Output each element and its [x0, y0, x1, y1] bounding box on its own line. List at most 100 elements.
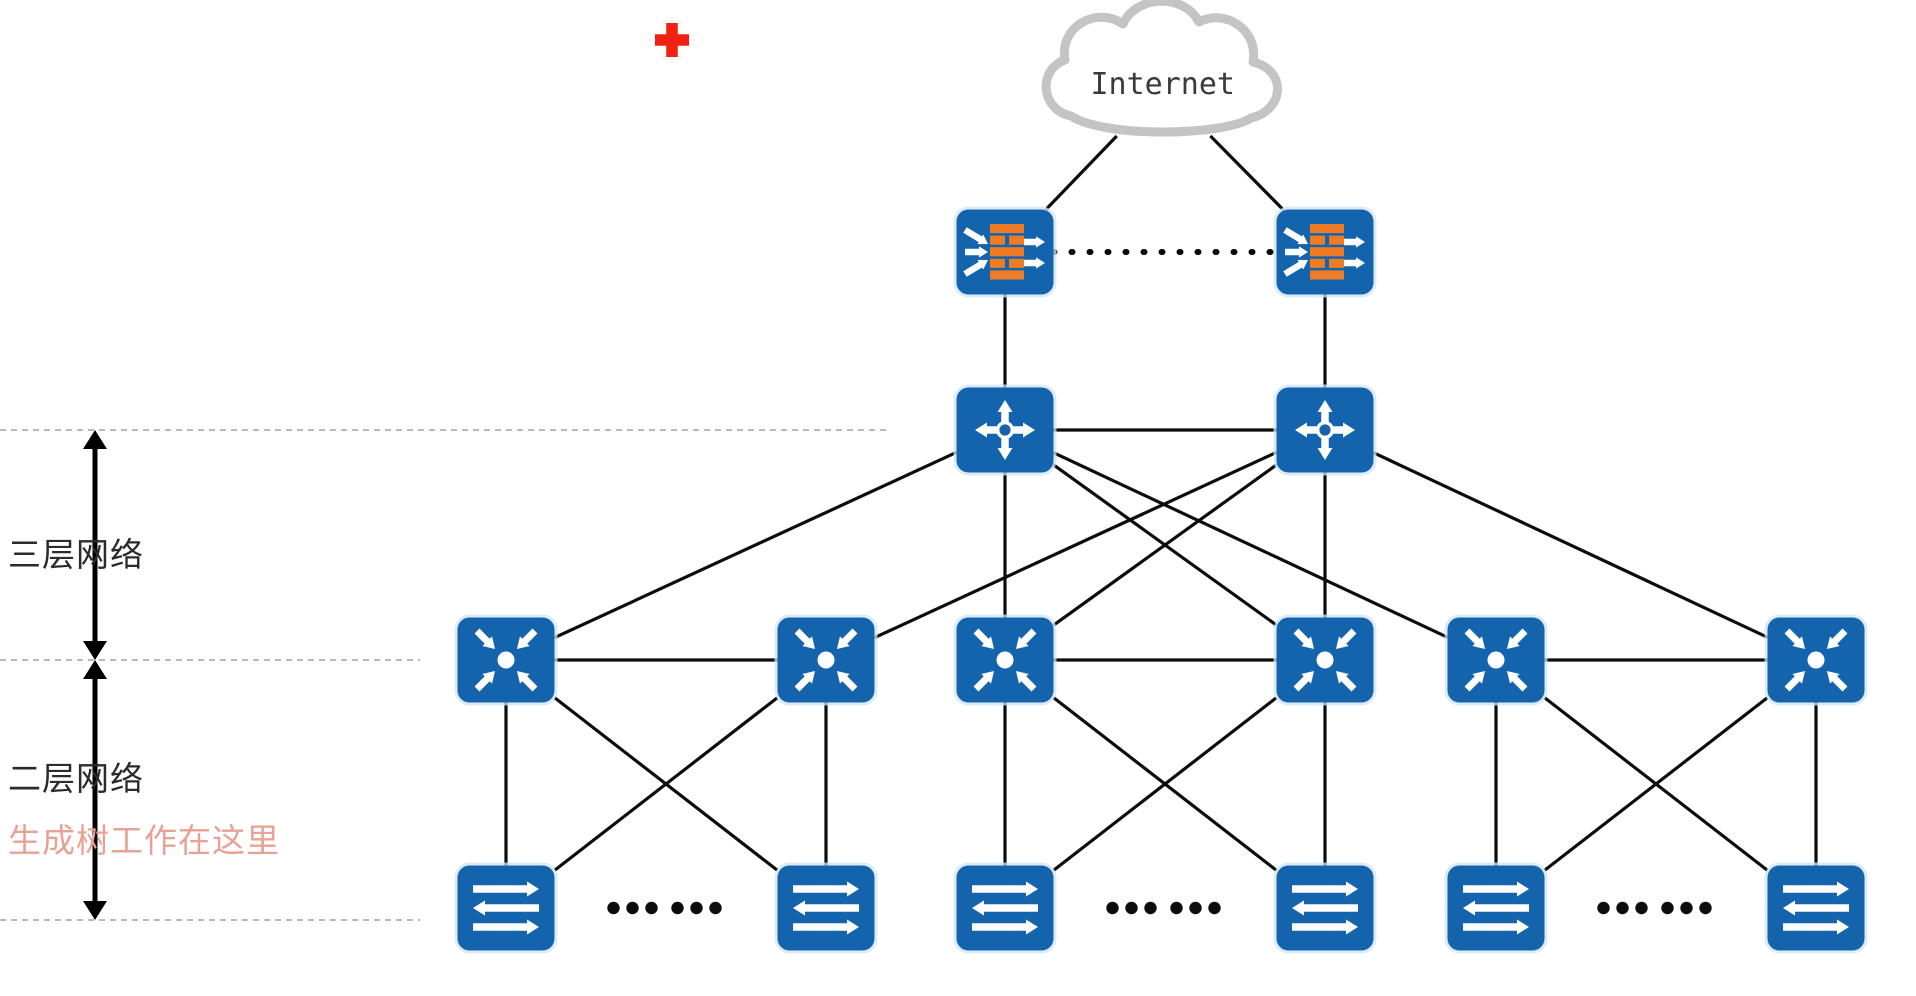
aggregation-switch-5[interactable]	[1444, 614, 1548, 706]
firewall-arrow-out-1	[1344, 257, 1365, 269]
ellipsis-dot	[1106, 901, 1119, 915]
l3-center-dot	[1316, 651, 1334, 669]
internet-cloud	[1041, 0, 1282, 137]
layer2-zone-arrow-head-up	[83, 660, 107, 679]
aggregation-switch-4[interactable]	[1273, 614, 1377, 706]
l2-arrow-right-top	[972, 881, 1038, 897]
ellipsis-pod-2	[1106, 901, 1221, 915]
router-hub-inner	[999, 424, 1011, 436]
link-cloud-fw1	[1044, 134, 1118, 211]
l3-arrow-in-bl	[973, 671, 994, 692]
link-rt1-agg1	[553, 450, 958, 640]
firewall-brick	[1009, 258, 1024, 268]
firewall-brick	[1310, 270, 1344, 280]
router-right[interactable]	[1273, 384, 1377, 476]
firewall-right[interactable]	[1273, 206, 1377, 298]
l2-arrow-left-mid	[473, 900, 539, 916]
firewall-arrow-in-0	[1283, 227, 1308, 245]
l3-arrow-in-tl	[1464, 628, 1485, 649]
l3-arrow-in-tr	[1507, 628, 1528, 649]
firewall-arrow-in-1	[1285, 246, 1308, 258]
l3-center-dot	[1487, 651, 1505, 669]
link-cloud-fw2	[1209, 134, 1285, 211]
layer3-zone-arrow	[83, 430, 107, 660]
l2-arrow-right-top	[1292, 881, 1358, 897]
l3-arrow-in-br	[1507, 671, 1528, 692]
l2-arrow-right-bottom	[972, 919, 1038, 935]
link-agg6-acc5	[1543, 696, 1769, 872]
l2-arrow-right-bottom	[793, 919, 859, 935]
firewall-brick	[990, 258, 1005, 268]
ellipsis-dot	[1597, 901, 1610, 915]
internet-cloud-label: Internet	[1090, 66, 1236, 102]
access-switch-4[interactable]	[1273, 862, 1377, 954]
link-agg2-acc1	[553, 696, 779, 872]
ellipsis-dot	[1189, 901, 1202, 915]
ellipsis-dot	[1661, 901, 1674, 915]
link-rt1-agg5	[1052, 451, 1449, 639]
l3-arrow-in-tl	[794, 628, 815, 649]
layer2-zone-label: 二层网络	[8, 760, 144, 797]
firewall-brick	[990, 224, 1024, 234]
aggregation-switch-1[interactable]	[454, 614, 558, 706]
access-switch-5[interactable]	[1444, 862, 1548, 954]
l2-arrow-right-bottom	[1463, 919, 1529, 935]
l3-arrow-in-bl	[794, 671, 815, 692]
firewall-left[interactable]	[953, 206, 1057, 298]
firewall-arrow-in-1	[965, 246, 988, 258]
firewall-brick	[1310, 224, 1344, 234]
ellipsis-dot	[1635, 901, 1648, 915]
ellipsis-dot	[626, 901, 639, 915]
decoration-layer	[0, 0, 1712, 921]
l2-arrow-left-mid	[793, 900, 859, 916]
firewall-brick	[990, 270, 1024, 280]
red-cross-marker	[655, 23, 689, 57]
layer2-zone-arrow	[83, 660, 107, 920]
l3-arrow-in-br	[1827, 671, 1848, 692]
firewall-arrow-out-0	[1024, 236, 1045, 248]
router-hub-inner	[1319, 424, 1331, 436]
access-switch-1[interactable]	[454, 862, 558, 954]
ellipsis-pod-1	[607, 901, 722, 915]
ellipsis-dot	[645, 901, 658, 915]
link-rt2-agg3	[1052, 463, 1278, 627]
ellipsis-dot	[607, 901, 620, 915]
l3-center-dot	[497, 651, 515, 669]
ellipsis-dot	[1680, 901, 1693, 915]
firewall-brick	[1329, 235, 1344, 245]
layer3-zone-arrow-head-up	[83, 430, 107, 449]
l3-arrow-in-tr	[517, 628, 538, 649]
l2-arrow-left-mid	[1463, 900, 1529, 916]
access-switch-6[interactable]	[1764, 862, 1868, 954]
l2-arrow-right-bottom	[1783, 919, 1849, 935]
spanning-tree-note-label: 生成树工作在这里	[8, 822, 280, 859]
l3-center-dot	[817, 651, 835, 669]
l2-arrow-right-top	[1463, 881, 1529, 897]
router-left[interactable]	[953, 384, 1057, 476]
aggregation-switch-2[interactable]	[774, 614, 878, 706]
link-agg4-acc3	[1052, 696, 1278, 872]
access-switch-3[interactable]	[953, 862, 1057, 954]
firewall-arrow-in-0	[963, 227, 988, 245]
l3-arrow-in-tr	[1336, 628, 1357, 649]
ellipsis-dot	[1616, 901, 1629, 915]
l2-arrow-left-mid	[972, 900, 1038, 916]
link-rt2-agg6	[1372, 451, 1769, 639]
l3-arrow-in-bl	[1293, 671, 1314, 692]
ellipsis-dot	[1699, 901, 1712, 915]
access-switch-2[interactable]	[774, 862, 878, 954]
l3-arrow-in-br	[1016, 671, 1037, 692]
l3-center-dot	[996, 651, 1014, 669]
l3-arrow-in-br	[517, 671, 538, 692]
firewall-brick	[1310, 247, 1344, 257]
l2-arrow-right-top	[473, 881, 539, 897]
l3-arrow-in-tl	[1293, 628, 1314, 649]
aggregation-switch-6[interactable]	[1764, 614, 1868, 706]
l2-arrow-right-bottom	[473, 919, 539, 935]
aggregation-switch-3[interactable]	[953, 614, 1057, 706]
l3-arrow-in-tl	[1784, 628, 1805, 649]
firewall-arrow-in-2	[1283, 259, 1308, 277]
l3-center-dot	[1807, 651, 1825, 669]
